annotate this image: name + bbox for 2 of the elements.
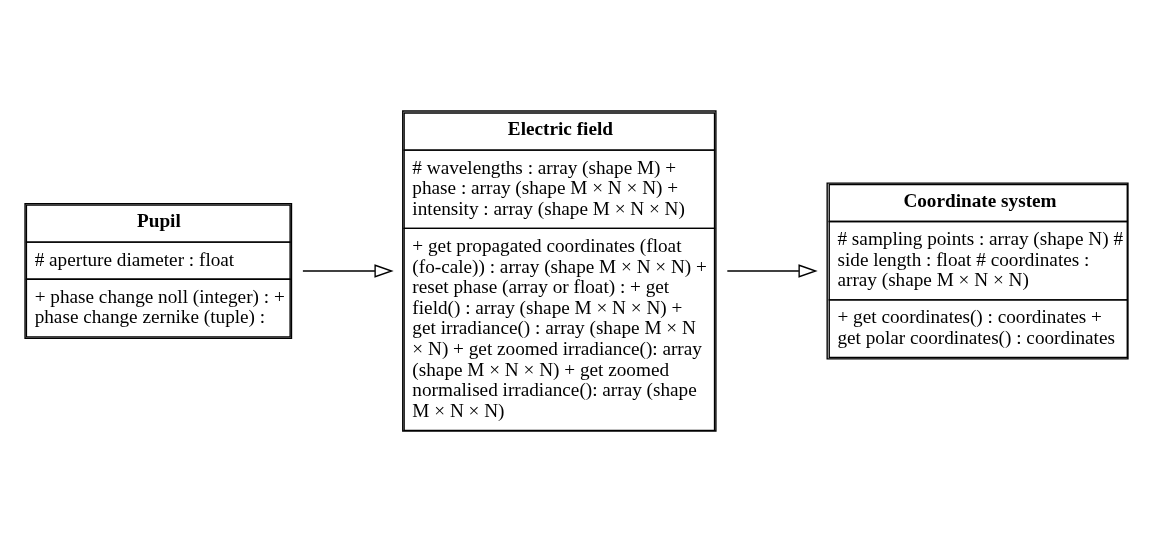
- arrow: [726, 264, 818, 278]
- arrow: [302, 264, 394, 278]
